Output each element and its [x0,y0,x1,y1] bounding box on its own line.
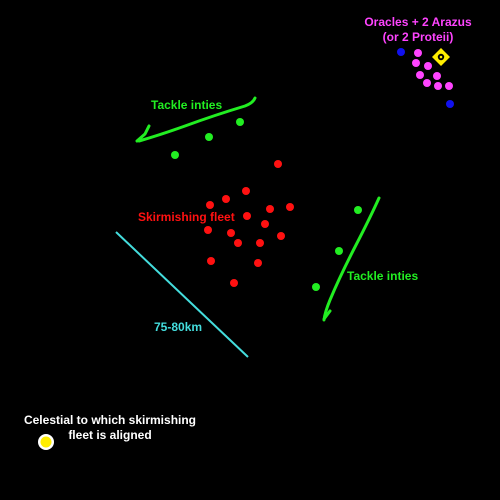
tackle-ship [354,206,362,214]
skirmishing-fleet-label: Skirmishing fleet [138,210,235,224]
distance-line [115,231,249,358]
tackle-label-top: Tackle inties [151,98,223,112]
celestial-label: Celestial to which skirmishing fleet is … [10,413,210,443]
tackle-label-right: Tackle inties [347,269,419,283]
fleet-ship [242,187,250,195]
oracles-label: Oracles + 2 Arazus (or 2 Proteii) [318,15,500,45]
tackle-line-top [135,96,257,143]
fleet-ship [207,257,215,265]
tackle-line-right [322,196,381,322]
tackle-ship [171,151,179,159]
fleet-ship [204,226,212,234]
oracles-label-line2: (or 2 Proteii) [382,30,454,44]
celestial-icon [38,434,54,450]
oracle-ship [445,82,453,90]
fleet-ship [206,201,214,209]
fleet-ship [256,239,264,247]
fleet-ship [254,259,262,267]
fleet-ship [230,279,238,287]
tackle-ship [335,247,343,255]
oracle-ship [423,79,431,87]
celestial-label-line1: Celestial to which skirmishing [23,413,197,427]
oracle-ship [412,59,420,67]
celestial-label-line2: fleet is aligned [68,428,152,442]
oracle-group [412,49,453,90]
tackle-ship [205,133,213,141]
cyno-marker-icon [432,48,450,66]
oracle-ship [414,49,422,57]
fleet-ship [274,160,282,168]
arazu-group [397,48,454,108]
oracle-ship [434,82,442,90]
fleet-ship [243,212,251,220]
tackle-ships-top [171,118,244,159]
skirmishing-fleet [204,160,294,287]
oracle-ship [424,62,432,70]
fleet-ship [222,195,230,203]
fleet-ship [266,205,274,213]
tackle-ship [312,283,320,291]
distance-label: 75-80km [154,320,203,334]
oracle-ship [416,71,424,79]
fleet-ship [286,203,294,211]
arazu-ship [397,48,405,56]
tackle-ship [236,118,244,126]
oracles-label-line1: Oracles + 2 Arazus [364,15,472,29]
fleet-ship [277,232,285,240]
fleet-ship [261,220,269,228]
fleet-ship [234,239,242,247]
oracle-ship [433,72,441,80]
arazu-ship [446,100,454,108]
tackle-ships-right [312,206,362,291]
fleet-ship [227,229,235,237]
